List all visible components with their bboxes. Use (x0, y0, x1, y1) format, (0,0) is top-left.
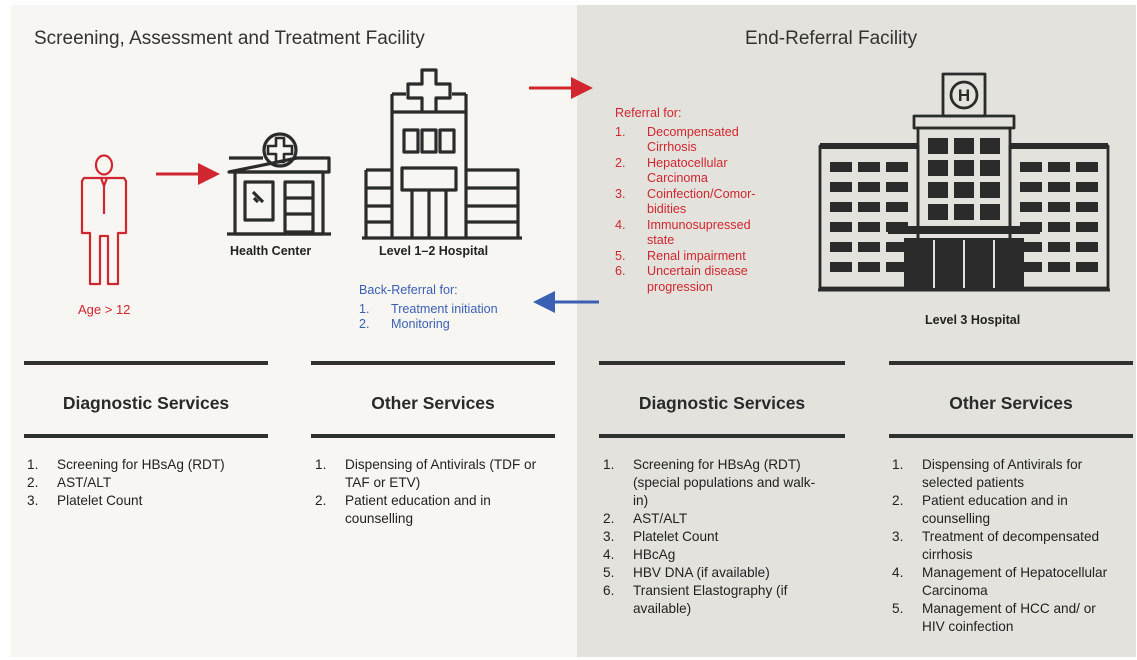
list-item: HBV DNA (if available) (603, 564, 770, 582)
list-item: Platelet Count (27, 492, 143, 510)
list-item: AST/ALT (603, 510, 688, 528)
divider (311, 361, 555, 365)
left-diagnostic-title: Diagnostic Services (62, 393, 230, 413)
divider (889, 434, 1133, 438)
list-item: Patient education and in counselling (892, 492, 1068, 526)
list-item: Dispensing of Antivirals for selected pa… (892, 456, 1083, 490)
referral-item: Decompensated Cirrhosis (615, 124, 739, 155)
back-referral-box: Back-Referral for: Treatment initiation … (359, 283, 539, 333)
list-item: Platelet Count (603, 528, 719, 546)
right-other-title: Other Services (949, 393, 1073, 413)
list-item: Screening for HBsAg (RDT) (special popul… (603, 456, 816, 508)
right-panel-heading: End-Referral Facility (745, 28, 918, 49)
referral-arrow-icon (529, 77, 593, 99)
list-item: AST/ALT (27, 474, 112, 492)
list-item: Transient Elastography (if available) (603, 582, 788, 616)
right-diagnostic-list: Screening for HBsAg (RDT) (special popul… (603, 456, 817, 618)
health-center-icon (227, 132, 331, 236)
level-1-2-hospital-label: Level 1–2 Hospital (379, 244, 489, 258)
referral-item: Renal impairment (615, 248, 746, 264)
divider (599, 434, 845, 438)
left-other-title: Other Services (371, 393, 495, 413)
left-panel-heading: Screening, Assessment and Treatment Faci… (34, 28, 425, 49)
back-referral-item: Treatment initiation (359, 301, 498, 317)
left-other-list: Dispensing of Antivirals (TDF or TAF or … (315, 456, 543, 528)
back-referral-title: Back-Referral for: (359, 283, 458, 297)
back-referral-item: Monitoring (359, 317, 450, 332)
referral-item: Coinfection/Comor-bidities (615, 186, 756, 217)
arrow-right-icon (156, 163, 220, 185)
back-referral-arrow-icon (533, 291, 599, 313)
level-3-hospital-label: Level 3 Hospital (925, 313, 1021, 327)
person-icon (80, 154, 128, 286)
list-item: HBcAg (603, 546, 676, 564)
referral-box: Referral for: Decompensated Cirrhosis He… (615, 106, 780, 295)
referral-item: Uncertain disease progression (615, 264, 748, 294)
divider (599, 361, 845, 365)
health-center-label: Health Center (230, 244, 312, 258)
list-item: Treatment of decompensated cirrhosis (892, 528, 1100, 562)
divider (24, 361, 268, 365)
referral-item: Immunosupressed state (615, 217, 751, 248)
referral-title: Referral for: (615, 106, 682, 120)
divider (311, 434, 555, 438)
hospital-sign: H (958, 86, 970, 105)
list-item: Management of HCC and/ or HIV coinfectio… (892, 600, 1096, 634)
divider (889, 361, 1133, 365)
list-item: Screening for HBsAg (RDT) (27, 456, 225, 474)
left-diagnostic-list: Screening for HBsAg (RDT) AST/ALT Platel… (27, 456, 267, 510)
right-other-list: Dispensing of Antivirals for selected pa… (892, 456, 1122, 636)
list-item: Management of Hepatocellular Carcinoma (892, 564, 1108, 598)
referral-item: Hepatocellular Carcinoma (615, 155, 728, 186)
level-1-2-hospital-icon (362, 68, 522, 240)
list-item: Dispensing of Antivirals (TDF or TAF or … (315, 456, 537, 490)
divider (24, 434, 268, 438)
right-diagnostic-title: Diagnostic Services (638, 393, 806, 413)
level-3-hospital-icon: H (818, 72, 1110, 292)
age-label: Age > 12 (78, 302, 131, 317)
list-item: Patient education and in counselling (315, 492, 491, 526)
